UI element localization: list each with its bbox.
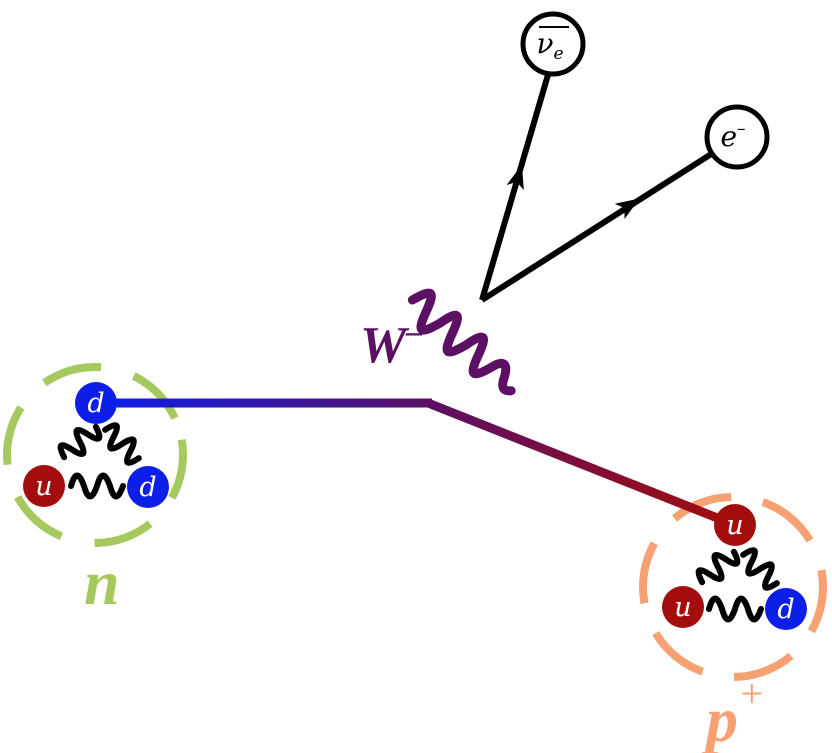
quark-label: u [726,510,743,541]
antineutrino-symbol: ν [536,27,553,60]
electron-charge: – [737,119,746,139]
proton-charge: + [738,671,765,716]
proton-boundary [639,493,827,681]
electron-symbol: e [720,120,737,153]
neutron-quark-right: d [127,466,169,508]
gluon-spring-icon [57,423,103,461]
w-boson-symbol: W [360,317,410,374]
antineutrino-subscript: e [553,44,563,64]
neutron-boundary [3,363,187,547]
proton-quark-left: u [662,586,704,628]
proton-quark-right: d [765,588,807,630]
w-boson-propagator [407,288,516,396]
quark-label: u [35,471,52,502]
antineutrino-node: νe [520,11,586,77]
w-boson-label: W– [360,313,422,374]
quark-label: d [777,594,794,625]
electron-line [480,148,718,303]
w-boson-charge: – [405,313,422,349]
neutron-quark-top: d [75,382,117,424]
outgoing-up-quark-line [426,398,737,530]
quark-label: d [139,472,156,503]
quark-label: d [87,388,104,419]
gluon-spring-icon [706,595,764,623]
arrow-head-icon [614,198,640,219]
neutron-quark-left: u [23,465,65,507]
gluon-spring-icon [68,472,126,500]
gluon-spring-icon [695,548,741,586]
neutron-label: n [84,547,120,618]
quark-label: u [674,592,691,623]
proton-label: p+ [701,671,765,753]
proton-symbol: p [701,684,738,753]
proton-quark-top: u [714,504,756,546]
svg-text:νe: νe [536,27,563,64]
svg-text:e–: e– [720,119,745,153]
arrow-head-icon [506,164,524,191]
gluon-spring-icon [740,547,780,591]
gluon-spring-icon [102,422,142,466]
electron-node: e– [704,104,770,170]
antineutrino-line [479,67,553,301]
